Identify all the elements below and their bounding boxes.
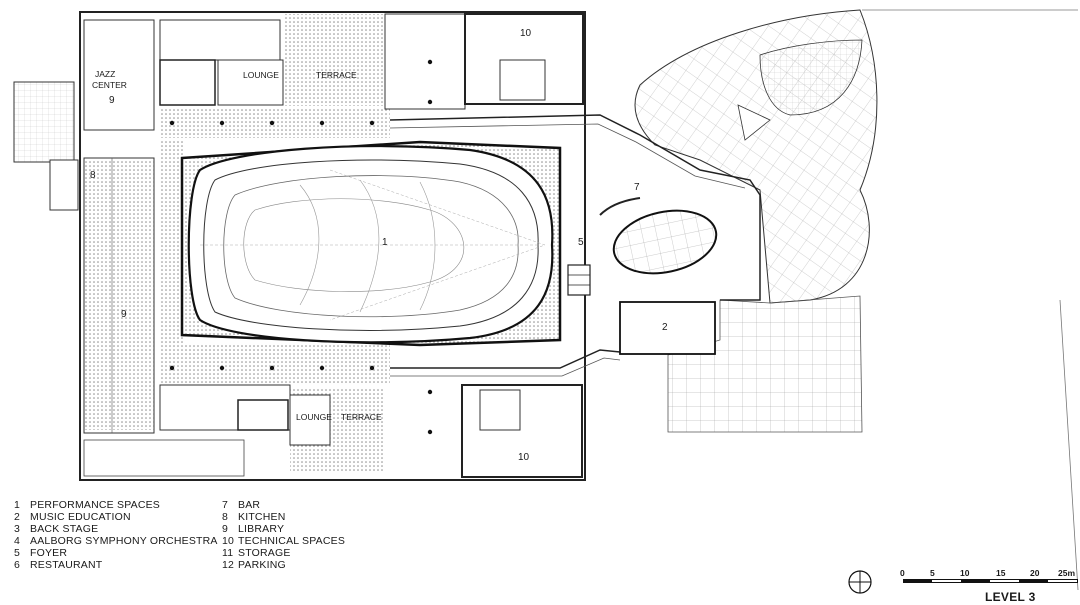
music-education-room: [619, 301, 716, 355]
label-library: 9: [121, 309, 127, 320]
room-labels: JAZZ CENTER 9 LOUNGE TERRACE 10 8 9 1 5 …: [90, 28, 668, 463]
compass-icon: [848, 570, 872, 594]
entry-stair: [13, 81, 79, 211]
label-jazz-line2: CENTER: [92, 80, 127, 90]
foyer-elements: [567, 264, 591, 296]
scale-bar: [903, 579, 1078, 583]
corridor: [389, 114, 761, 377]
label-jazz-line1: JAZZ: [95, 69, 115, 79]
label-bar: 7: [634, 182, 640, 193]
label-terrace-bottom: TERRACE: [341, 412, 382, 422]
roof-shell: [634, 9, 878, 304]
auditorium: [180, 140, 562, 347]
scale-tick-label: 10: [960, 568, 970, 578]
label-lounge-bottom: LOUNGE: [296, 412, 332, 422]
label-jazz-num: 9: [109, 95, 115, 106]
label-music-education: 2: [662, 322, 668, 333]
label-foyer: 5: [578, 237, 584, 248]
label-performance: 1: [382, 237, 388, 248]
scale-tick-label: 20: [1030, 568, 1040, 578]
plaza-grid: [667, 295, 863, 433]
scale-tick-label: 5: [930, 568, 935, 578]
label-kitchen: 8: [90, 170, 96, 181]
label-lounge-top: LOUNGE: [243, 70, 279, 80]
label-technical-top: 10: [520, 28, 532, 39]
bar-oval: [599, 197, 718, 275]
scale-tick-label: 0: [900, 568, 905, 578]
site-line: [862, 9, 1079, 591]
scale-tick-label: 15: [996, 568, 1006, 578]
label-terrace-top: TERRACE: [316, 70, 357, 80]
label-technical-bottom: 10: [518, 452, 530, 463]
level-title: LEVEL 3: [985, 590, 1036, 604]
scale-tick-label: 25m: [1058, 568, 1076, 578]
